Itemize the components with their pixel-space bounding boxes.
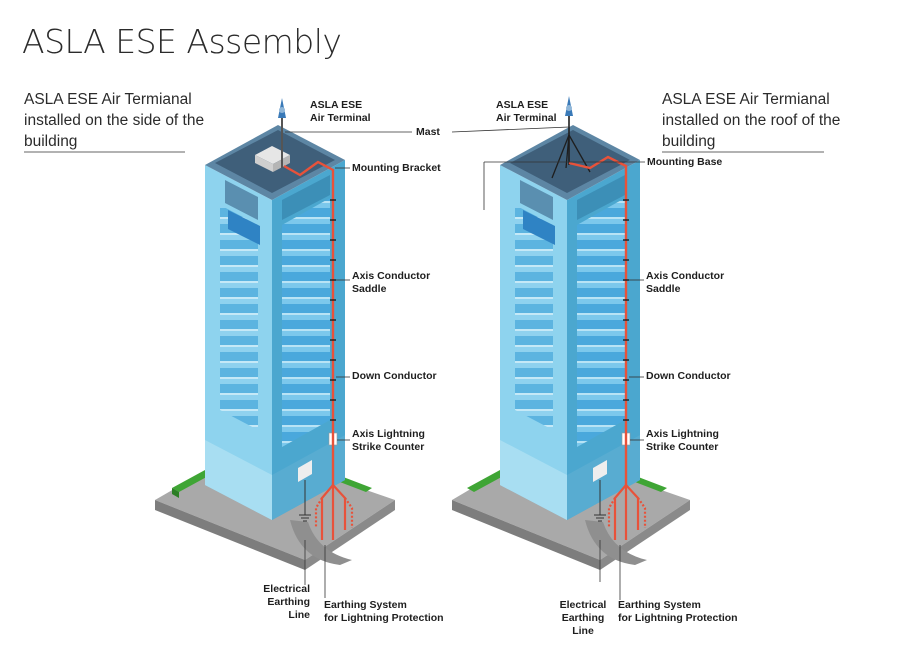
earthing-system-left — [314, 484, 354, 540]
label-mounting-bracket: Mounting Bracket — [352, 162, 441, 174]
building-left — [155, 98, 395, 570]
air-terminal-right — [565, 96, 573, 116]
hedge-right-1 — [467, 470, 507, 492]
hedge-left-1 — [172, 470, 212, 492]
electrical-earthing-line-left — [299, 480, 311, 522]
label-down-conductor-left: Down Conductor — [352, 370, 437, 382]
earthing-panel-right — [593, 460, 607, 482]
subtitle-roof-mounted: ASLA ESE Air Termianal installed on the … — [662, 91, 841, 150]
earthing-system-right — [607, 484, 647, 540]
conductor-saddles-left — [330, 199, 336, 421]
earthing-panel-left — [298, 460, 312, 482]
subtitle-side-mounted: ASLA ESE Air Termianal installed on the … — [24, 91, 205, 150]
down-conductor-right — [568, 155, 628, 485]
air-terminal-left — [278, 98, 286, 118]
conductor-saddles-right — [623, 199, 629, 421]
electrical-earthing-line-right — [594, 480, 606, 522]
page-title: ASLA ESE Assembly — [22, 22, 342, 61]
down-conductor-left — [283, 160, 335, 485]
label-down-conductor-right: Down Conductor — [646, 370, 731, 382]
label-mounting-base: Mounting Base — [647, 156, 723, 168]
leader-lines — [24, 126, 824, 600]
label-mast: Mast — [416, 126, 440, 138]
building-right — [452, 96, 690, 570]
